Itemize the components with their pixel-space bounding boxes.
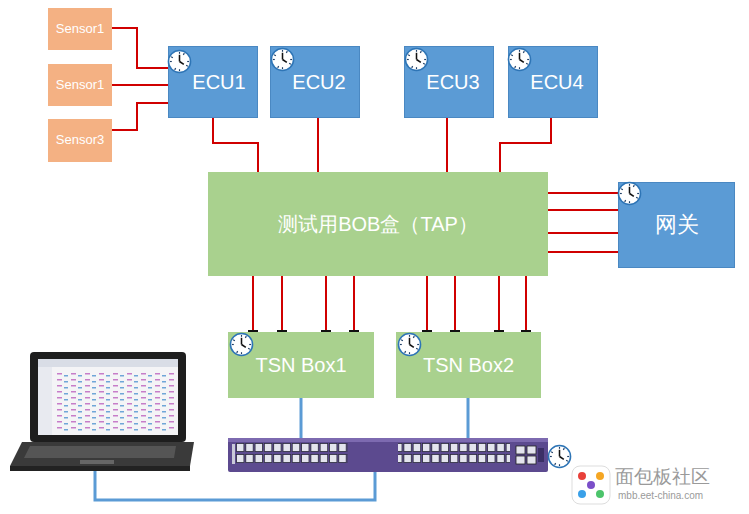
clock-icon — [618, 182, 640, 204]
node-label: Sensor1 — [56, 22, 104, 37]
node-label: 网关 — [655, 212, 699, 237]
wire — [548, 209, 618, 211]
wire — [446, 118, 448, 172]
wire — [525, 276, 527, 332]
ecu-box: ECU1 — [168, 46, 258, 118]
ecu-box: ECU2 — [270, 46, 360, 118]
wire — [548, 251, 618, 253]
network-cable — [300, 398, 303, 438]
node-label: Sensor3 — [56, 133, 104, 148]
ethernet-switch-illustration — [228, 438, 548, 472]
tap-box: 测试用BOB盒（TAP） — [208, 172, 548, 276]
clock-icon — [398, 333, 420, 355]
wire — [548, 192, 618, 194]
ecu-box: ECU4 — [508, 46, 598, 118]
wire — [454, 276, 456, 332]
wire — [498, 276, 500, 332]
wire — [353, 276, 355, 332]
laptop-illustration — [10, 352, 194, 471]
clock-icon — [168, 50, 190, 72]
watermark-url: mbb.eet-china.com — [618, 490, 703, 501]
clock-icon — [405, 48, 427, 70]
gateway-box: 网关 — [618, 182, 735, 268]
wire — [213, 118, 258, 172]
clock-icon — [508, 48, 530, 70]
wire — [112, 28, 168, 68]
wire — [317, 118, 319, 172]
sensor-box: Sensor1 — [48, 8, 112, 50]
node-label: TSN Box2 — [423, 354, 514, 377]
tsn-box: TSN Box2 — [396, 332, 541, 398]
clock-icon — [271, 48, 293, 70]
node-label: TSN Box1 — [255, 354, 346, 377]
wire — [112, 84, 168, 86]
clock-icon — [230, 333, 252, 355]
sensor-box: Sensor1 — [48, 64, 112, 106]
network-cable — [95, 470, 375, 500]
wire — [252, 276, 254, 332]
node-label: ECU2 — [292, 71, 345, 94]
node-label: ECU4 — [530, 71, 583, 94]
clock-icon — [548, 445, 570, 467]
wire — [281, 276, 283, 332]
tsn-box: TSN Box1 — [228, 332, 374, 398]
network-cable — [467, 398, 470, 438]
sensor-box: Sensor3 — [48, 119, 112, 162]
node-label: 测试用BOB盒（TAP） — [278, 213, 478, 236]
wire — [325, 276, 327, 332]
watermark-logo — [572, 466, 610, 504]
watermark-text: 面包板社区 — [615, 464, 710, 490]
node-label: ECU1 — [192, 71, 245, 94]
wire — [500, 118, 551, 172]
node-label: Sensor1 — [56, 78, 104, 93]
wire — [112, 103, 168, 130]
node-label: ECU3 — [426, 71, 479, 94]
wire — [548, 232, 618, 234]
wire — [426, 276, 428, 332]
ecu-box: ECU3 — [404, 46, 494, 118]
